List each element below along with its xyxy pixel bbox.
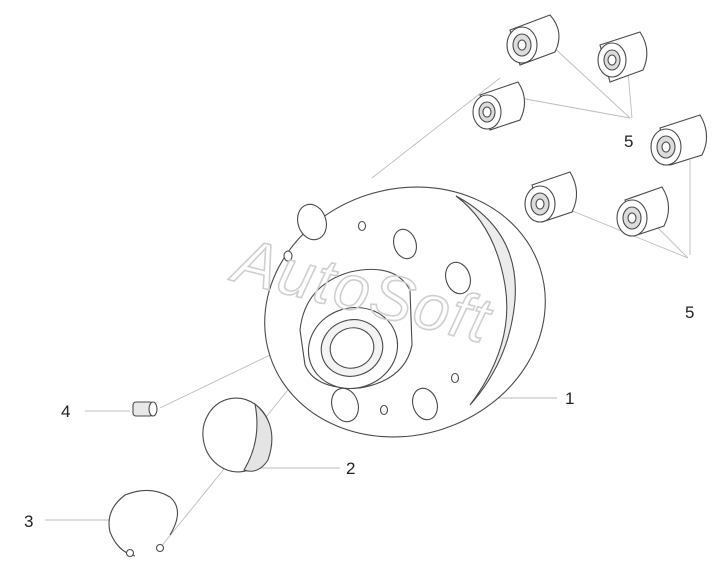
bushing-1	[506, 14, 560, 66]
wheel-hub	[264, 186, 546, 438]
bushing-6	[616, 186, 670, 237]
callout-bushings-right: 5	[685, 303, 694, 322]
retaining-ring	[108, 489, 179, 558]
callout-bushings-top: 5	[624, 132, 633, 151]
callout-cap: 2	[346, 459, 355, 478]
callout-hub: 1	[565, 389, 574, 408]
hub-cap	[202, 397, 273, 473]
callout-ring: 3	[24, 512, 33, 531]
bushing-3	[472, 81, 526, 131]
bushing-2	[597, 31, 648, 83]
bushing-5	[524, 171, 578, 223]
grease-nipple	[132, 401, 158, 417]
callout-nipple: 4	[61, 402, 70, 421]
bushing-4	[650, 114, 708, 166]
